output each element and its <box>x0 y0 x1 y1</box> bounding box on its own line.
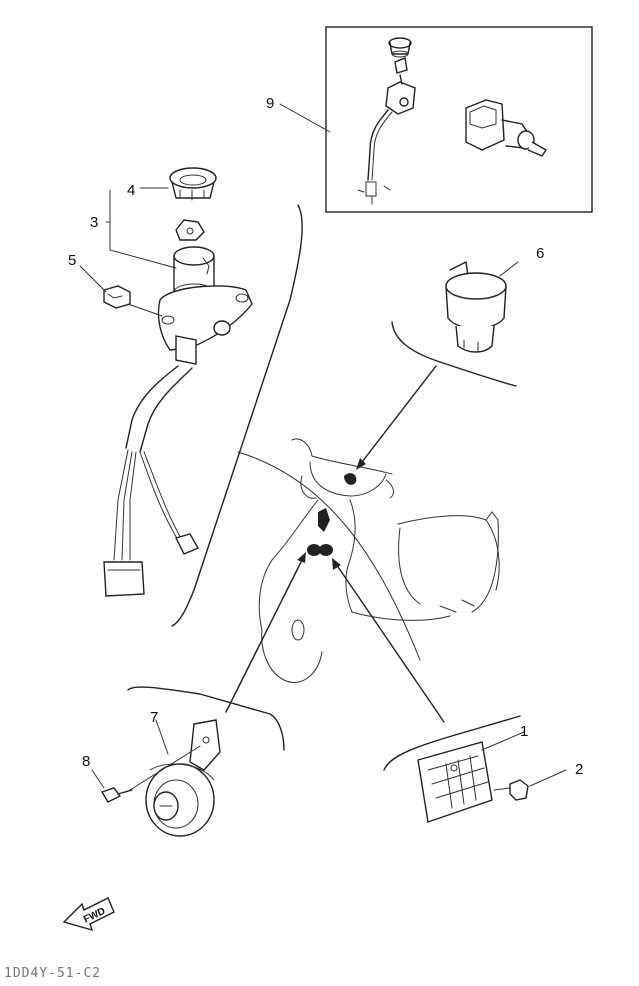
inset-seat-lock <box>357 57 416 205</box>
leader-3 <box>105 221 177 269</box>
separator-curve-left <box>171 204 303 627</box>
callout-7: 7 <box>150 709 158 726</box>
inset-box-part-9 <box>325 26 593 213</box>
leader-5 <box>79 265 107 293</box>
leader-8 <box>91 769 105 789</box>
callout-4: 4 <box>127 182 135 199</box>
footer-code: 1DD4Y-51-C2 <box>4 966 101 981</box>
callout-1: 1 <box>520 723 528 740</box>
horn-part-7 <box>91 686 285 837</box>
callout-5: 5 <box>68 252 76 269</box>
regulator-part-1 <box>383 715 567 823</box>
callout-3: 3 <box>90 214 98 231</box>
lock-cap <box>169 167 217 201</box>
location-arrows <box>225 365 445 723</box>
scooter-outline <box>258 438 500 683</box>
switch-bracket <box>157 285 253 365</box>
callout-2: 2 <box>575 761 583 778</box>
leader-9 <box>279 103 331 133</box>
callout-8: 8 <box>82 753 90 770</box>
mounting-bolt <box>103 285 131 309</box>
leader-1 <box>481 731 525 751</box>
leader-6 <box>499 261 519 277</box>
fwd-direction-arrow: FWD <box>62 897 115 932</box>
inset-lock-cylinder <box>465 99 547 157</box>
leader-2 <box>529 769 567 787</box>
leader-7 <box>155 719 169 755</box>
relay-part-6 <box>391 261 519 387</box>
callout-9: 9 <box>266 95 274 112</box>
inset-grommet <box>388 37 412 58</box>
switch-wire-harness <box>103 365 199 597</box>
callout-6: 6 <box>536 245 544 262</box>
main-switch-assembly <box>79 167 253 597</box>
ignition-key <box>175 219 205 241</box>
